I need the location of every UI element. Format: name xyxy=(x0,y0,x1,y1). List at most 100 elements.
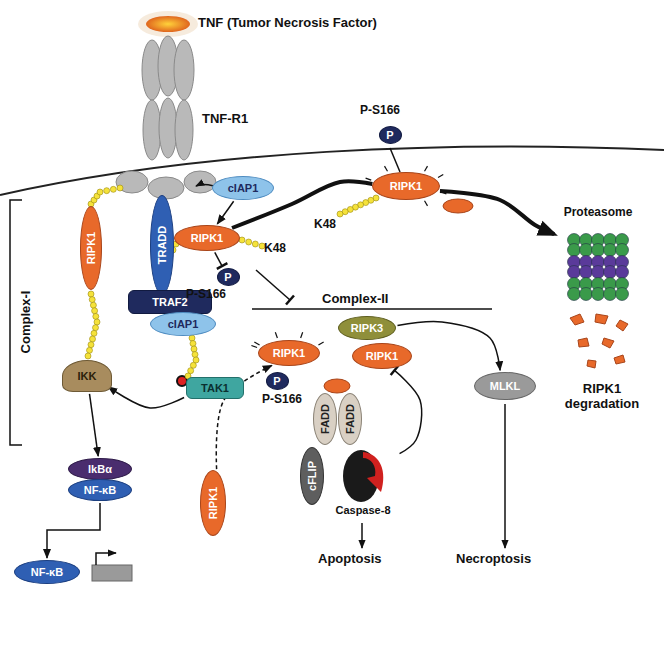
node-text: IkBα xyxy=(88,463,112,475)
protein-ellipse: cIAP1 xyxy=(212,176,274,200)
drawing-stroke xyxy=(592,288,605,301)
protein-ellipse: FADD xyxy=(313,393,337,445)
node-text: cIAP1 xyxy=(228,182,259,194)
node-text: FADD xyxy=(319,404,331,434)
drawing-stroke xyxy=(604,288,617,301)
label-text: TNF-R1 xyxy=(202,111,248,126)
outcome-label: Apoptosis xyxy=(318,552,382,567)
drawing-stroke xyxy=(578,338,589,347)
complex-label: Complex-II xyxy=(322,292,388,307)
drawing-stroke xyxy=(504,404,506,548)
node-text: P xyxy=(224,271,231,283)
drawing-stroke xyxy=(87,347,93,353)
drawing-stroke xyxy=(616,288,629,301)
node-text: Caspase-8 xyxy=(335,504,390,516)
receptor xyxy=(116,36,216,199)
drawing-stroke xyxy=(385,166,388,171)
node-text: RIPK1 xyxy=(390,180,422,192)
node-text: NF-κB xyxy=(84,484,116,496)
arrow-connector xyxy=(108,387,184,408)
proteasome-icon xyxy=(568,234,629,301)
protein-ellipse: NF-κB xyxy=(14,560,80,584)
protein-box: TAK1 xyxy=(186,377,244,399)
node-text: RIPK1 xyxy=(273,347,305,359)
drawing-stroke xyxy=(616,320,628,331)
site-label: P-S166 xyxy=(186,288,226,302)
node-text: RIPK1 xyxy=(191,232,223,244)
drawing-stroke xyxy=(337,211,343,217)
drawing-stroke xyxy=(251,345,257,347)
drawing-stroke xyxy=(592,266,605,279)
protein-ellipse: RIPK1 xyxy=(372,172,440,200)
drawing-stroke xyxy=(438,175,443,178)
modification-marks xyxy=(251,166,446,347)
drawing-stroke xyxy=(110,186,116,192)
drawing-stroke xyxy=(0,146,664,195)
drawing-stroke xyxy=(92,308,98,314)
drawing-stroke xyxy=(192,352,198,358)
drawing-stroke xyxy=(174,40,194,100)
arrow-connector xyxy=(47,503,100,558)
drawing-stroke xyxy=(443,199,473,213)
protein-ellipse: RIPK1 xyxy=(80,206,102,290)
drawing-stroke xyxy=(88,342,94,348)
node-text: MLKL xyxy=(490,380,521,392)
drawing-stroke xyxy=(318,342,323,345)
phospho-circle: P xyxy=(266,372,289,390)
drawing-stroke xyxy=(175,100,193,160)
drawing-stroke xyxy=(602,338,614,348)
arrow-connector xyxy=(217,201,233,224)
node-text: IKK xyxy=(78,370,97,382)
drawing-stroke xyxy=(90,302,96,308)
label-text: P-S166 xyxy=(262,392,302,406)
drawing-stroke xyxy=(96,553,116,565)
label-text: Complex-I xyxy=(18,291,33,354)
drawing-stroke xyxy=(256,270,290,300)
protein-ellipse: RIPK1 xyxy=(258,340,320,366)
drawing-stroke xyxy=(92,565,132,581)
label-text: K48 xyxy=(314,217,336,231)
drawing-stroke xyxy=(159,98,177,158)
drawing-stroke xyxy=(91,330,97,336)
ligand-label: TNF (Tumor Necrosis Factor) xyxy=(198,16,377,31)
drawing-stroke xyxy=(604,244,617,257)
drawing-stroke xyxy=(275,332,277,338)
phospho-circle: P xyxy=(379,126,402,144)
arrow-connector xyxy=(397,322,500,371)
node-text: TRADD xyxy=(156,226,168,265)
drawing-stroke xyxy=(88,291,94,297)
drawing-stroke xyxy=(148,177,184,199)
label-text: K48 xyxy=(264,241,286,255)
drawing-stroke xyxy=(595,314,608,324)
protein-ellipse: RIPK1 xyxy=(352,343,412,369)
drawing-stroke xyxy=(614,355,625,364)
label-text: P-S166 xyxy=(186,287,226,301)
ripk1-fragments xyxy=(570,314,628,368)
drawing-stroke xyxy=(366,178,372,180)
drawing-stroke xyxy=(361,523,363,548)
drawing-stroke xyxy=(616,244,629,257)
label-text: Complex-II xyxy=(322,291,388,306)
node-text: TAK1 xyxy=(201,382,229,394)
drawing-stroke xyxy=(580,244,593,257)
inhibition-connector xyxy=(215,252,222,266)
drawing-stroke xyxy=(425,166,428,171)
drawing-stroke xyxy=(117,185,123,191)
drawing-stroke xyxy=(89,297,95,303)
drawing-stroke xyxy=(580,288,593,301)
drawing-stroke xyxy=(592,244,605,257)
drawing-stroke xyxy=(104,188,110,194)
drawing-stroke xyxy=(390,148,400,172)
site-label: P-S166 xyxy=(360,104,400,118)
node-text: RIPK3 xyxy=(351,322,383,334)
proteasome-node: Proteasome xyxy=(556,206,640,304)
protein-ellipse: IKK xyxy=(62,360,112,392)
node-text: RIPK1 xyxy=(366,350,398,362)
node-text: Proteasome xyxy=(564,206,633,219)
node-text: RIPK1 xyxy=(207,487,219,519)
tnf-ligand xyxy=(138,11,198,37)
protein-ellipse: IkBα xyxy=(68,458,132,480)
drawing-stroke xyxy=(143,100,161,160)
ubiquitin-chain xyxy=(85,185,379,379)
